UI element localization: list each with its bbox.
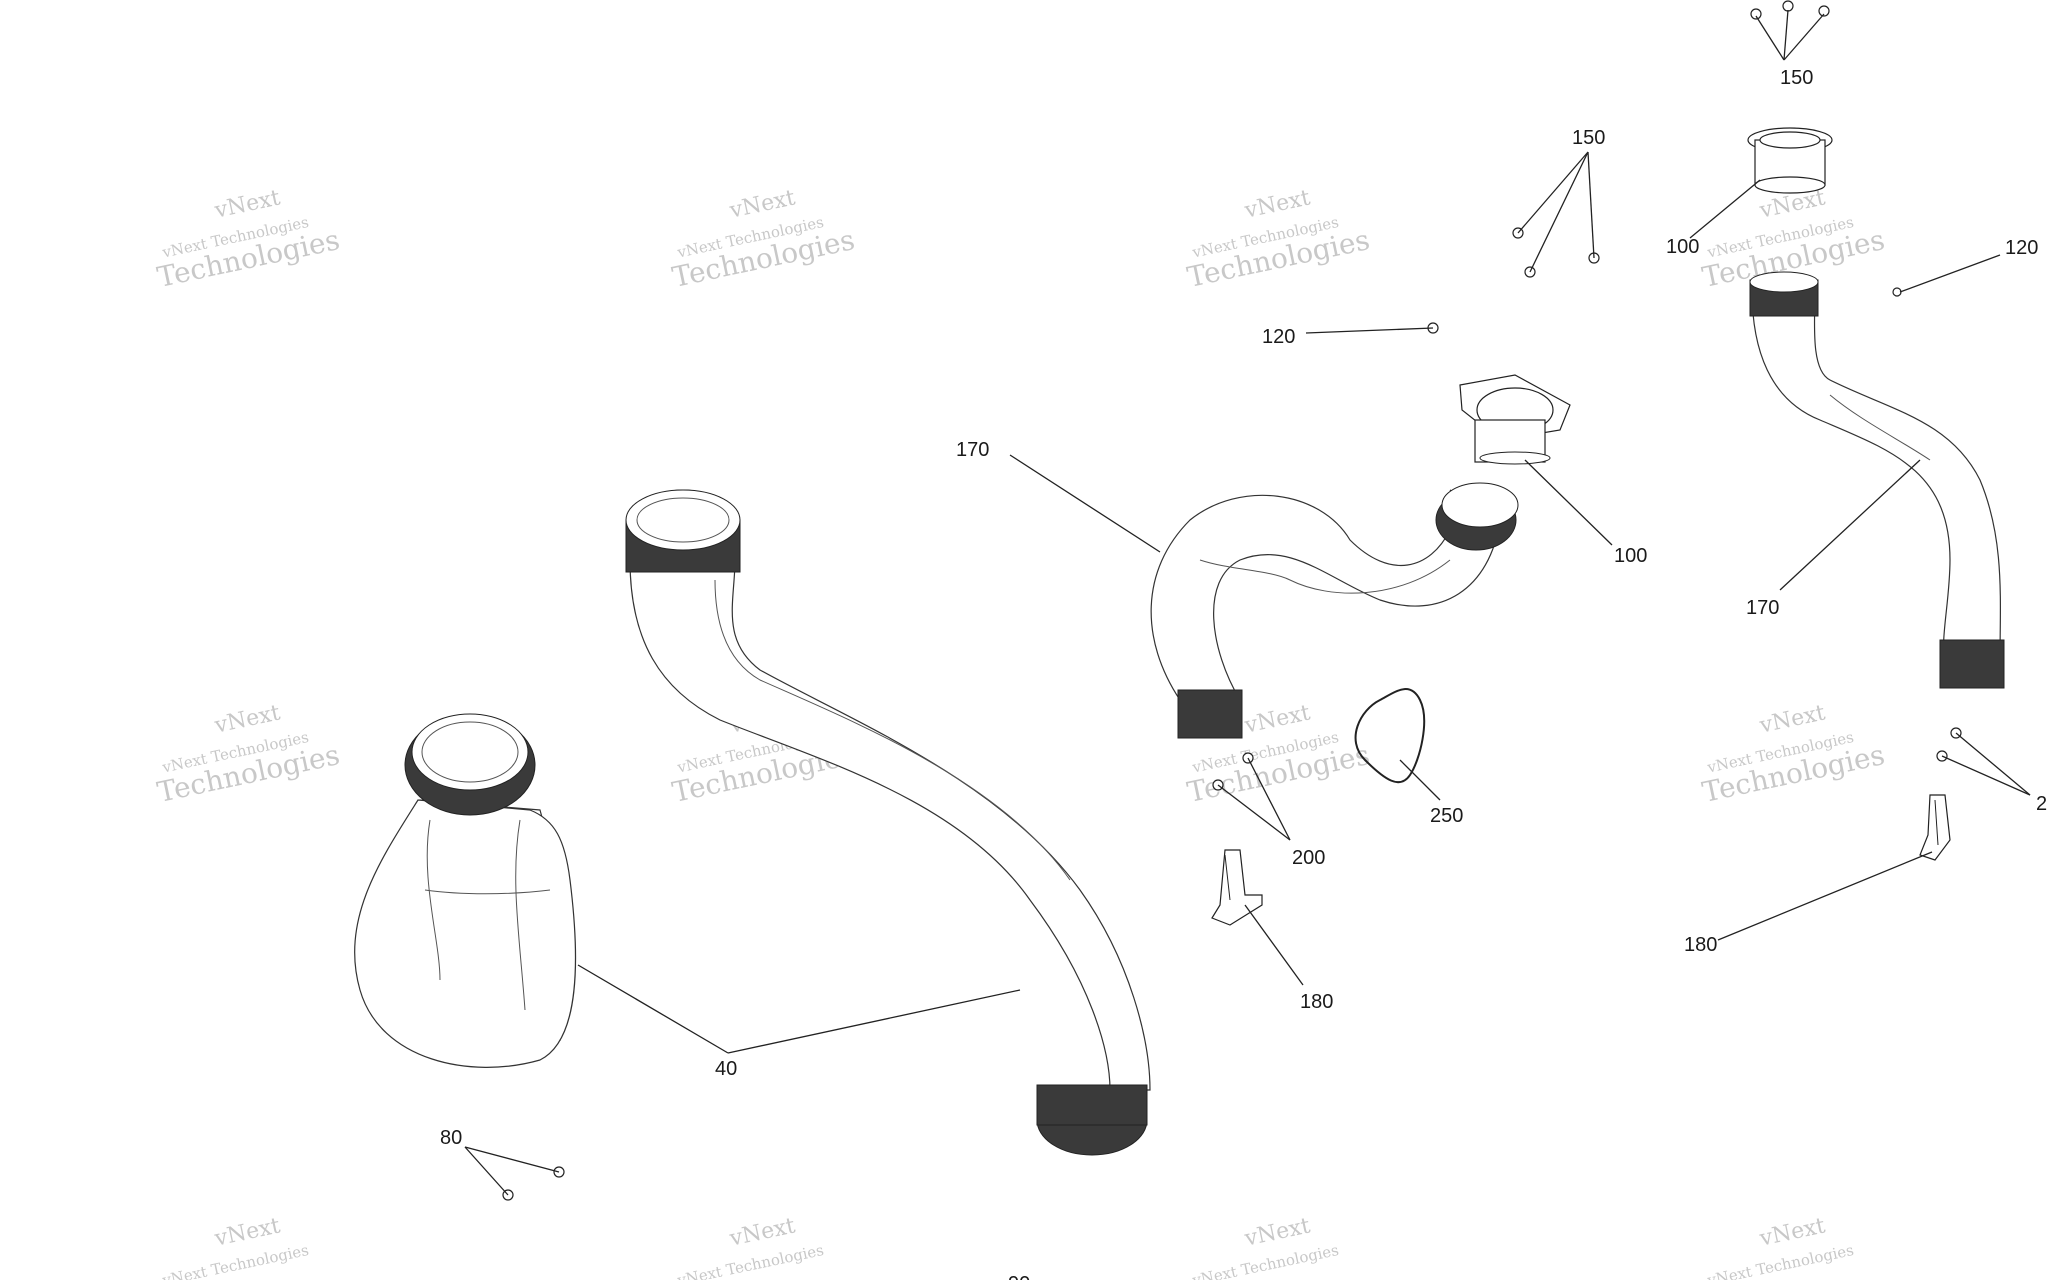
callout-120: 120 (2005, 237, 2038, 259)
svg-text:vNext: vNext (212, 1213, 283, 1251)
callout-170: 170 (956, 439, 989, 461)
hose-40-elbow (354, 713, 577, 1068)
svg-text:vNext: vNext (1242, 185, 1313, 223)
svg-text:vNext: vNext (1757, 1213, 1828, 1251)
hose-170-middle (1150, 482, 1519, 739)
svg-text:vNext: vNext (727, 1213, 798, 1251)
watermark: vNext vNext Technologies Technologies (1699, 700, 1887, 809)
callout-200: 2 (2036, 793, 2047, 815)
callouts: 150 150 100 120 120 170 100 170 250 200 … (440, 67, 2047, 1280)
bracket-180-middle (1211, 849, 1263, 926)
callout-120: 120 (1262, 326, 1295, 348)
callout-170: 170 (1746, 597, 1779, 619)
callout-100: 100 (1614, 545, 1647, 567)
watermark: vNext vNext Technologies (160, 1213, 310, 1280)
callout-180: 180 (1300, 991, 1333, 1013)
svg-text:vNext: vNext (1242, 1213, 1313, 1251)
leader-lines (464, 9, 2031, 1196)
watermark-group: vNext vNext Technologies Technologies vN… (154, 185, 1887, 1280)
clamp-250 (1354, 688, 1426, 784)
callout-250: 250 (1430, 805, 1463, 827)
callout-90: 90 (1008, 1273, 1030, 1280)
callout-80: 80 (440, 1127, 462, 1149)
flange-100-top (1747, 127, 1833, 194)
callout-180: 180 (1684, 934, 1717, 956)
svg-text:vNext: vNext (1757, 700, 1828, 738)
svg-text:vNext: vNext (1242, 700, 1313, 738)
svg-text:vNext: vNext (212, 185, 283, 223)
watermark: vNext vNext Technologies (1705, 1213, 1855, 1280)
watermark: vNext vNext Technologies (1190, 1213, 1340, 1280)
watermark: vNext vNext Technologies Technologies (1184, 185, 1372, 294)
bracket-180-right (1919, 794, 1951, 861)
callout-150: 150 (1780, 67, 1813, 89)
hose-170-right (1749, 271, 2005, 689)
watermark: vNext vNext Technologies Technologies (154, 700, 342, 809)
callout-100: 100 (1666, 236, 1699, 258)
flange-100-middle (1459, 374, 1571, 465)
svg-text:vNext: vNext (212, 700, 283, 738)
watermark: vNext vNext Technologies Technologies (154, 185, 342, 294)
callout-150: 150 (1572, 127, 1605, 149)
callout-40: 40 (715, 1058, 737, 1080)
watermark: vNext vNext Technologies (675, 1213, 825, 1280)
callout-200: 200 (1292, 847, 1325, 869)
hose-40-long (625, 489, 1151, 1156)
svg-text:vNext: vNext (727, 185, 798, 223)
watermark: vNext vNext Technologies Technologies (669, 185, 857, 294)
